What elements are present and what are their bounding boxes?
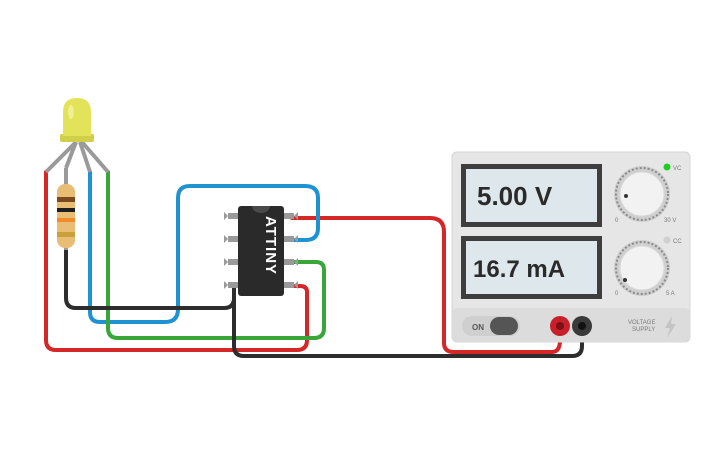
- voltage-display: [466, 169, 597, 222]
- current-knob-min: 0: [615, 291, 619, 297]
- power-switch-toggle: [490, 317, 518, 335]
- voltage-knob-min: 0: [615, 218, 619, 224]
- wire-red-led[interactable]: [44, 170, 309, 352]
- power-supply[interactable]: 5.00 V 16.7 mA VC 0 30 V CC 0 5 A: [451, 151, 691, 343]
- power-switch-label: ON: [472, 323, 484, 332]
- led-leg-3: [78, 141, 92, 173]
- led-leg-2: [64, 141, 78, 169]
- cc-indicator: [663, 236, 671, 244]
- resistor-icon[interactable]: [57, 168, 75, 250]
- vc-label: VC: [673, 166, 682, 172]
- vc-indicator: [663, 163, 671, 171]
- resistor-body: [57, 184, 75, 248]
- resistor-band-3: [57, 218, 75, 222]
- wire-black-supply[interactable]: [232, 286, 584, 358]
- current-knob-max: 5 A: [666, 291, 675, 297]
- led-leg-4: [80, 140, 110, 174]
- cc-label: CC: [673, 239, 682, 245]
- wire-red-supply[interactable]: [290, 216, 562, 354]
- voltage-knob-pointer: [624, 194, 628, 198]
- led-leg-1: [44, 140, 78, 174]
- attiny-chip[interactable]: ATTINY: [224, 206, 298, 296]
- brand-line-2: SUPPLY: [632, 327, 655, 333]
- wire-blue[interactable]: [88, 170, 320, 324]
- power-switch[interactable]: ON: [462, 316, 520, 336]
- led-component[interactable]: [44, 98, 110, 174]
- led-icon: [63, 98, 91, 136]
- current-knob[interactable]: [614, 240, 670, 296]
- wire-green[interactable]: [106, 170, 326, 340]
- positive-terminal[interactable]: [550, 316, 570, 336]
- chip-label: ATTINY: [262, 216, 279, 275]
- brand-line-1: VOLTAGE: [628, 320, 655, 326]
- lightning-icon: [665, 316, 676, 338]
- voltage-readout: 5.00 V: [477, 181, 553, 211]
- chip-left-pins: [224, 212, 240, 289]
- resistor-band-4: [57, 232, 75, 237]
- resistor-band-2: [57, 208, 75, 212]
- current-readout: 16.7 mA: [473, 256, 565, 283]
- current-display: [466, 241, 597, 294]
- resistor-band-1: [57, 197, 75, 202]
- chip-right-pins: [282, 212, 298, 289]
- current-knob-pointer: [623, 278, 627, 282]
- negative-terminal[interactable]: [572, 316, 592, 336]
- chip-body: [238, 206, 284, 296]
- wires: [44, 170, 584, 358]
- voltage-knob[interactable]: [614, 166, 670, 222]
- voltage-knob-max: 30 V: [664, 218, 676, 224]
- chip-notch: [252, 206, 270, 213]
